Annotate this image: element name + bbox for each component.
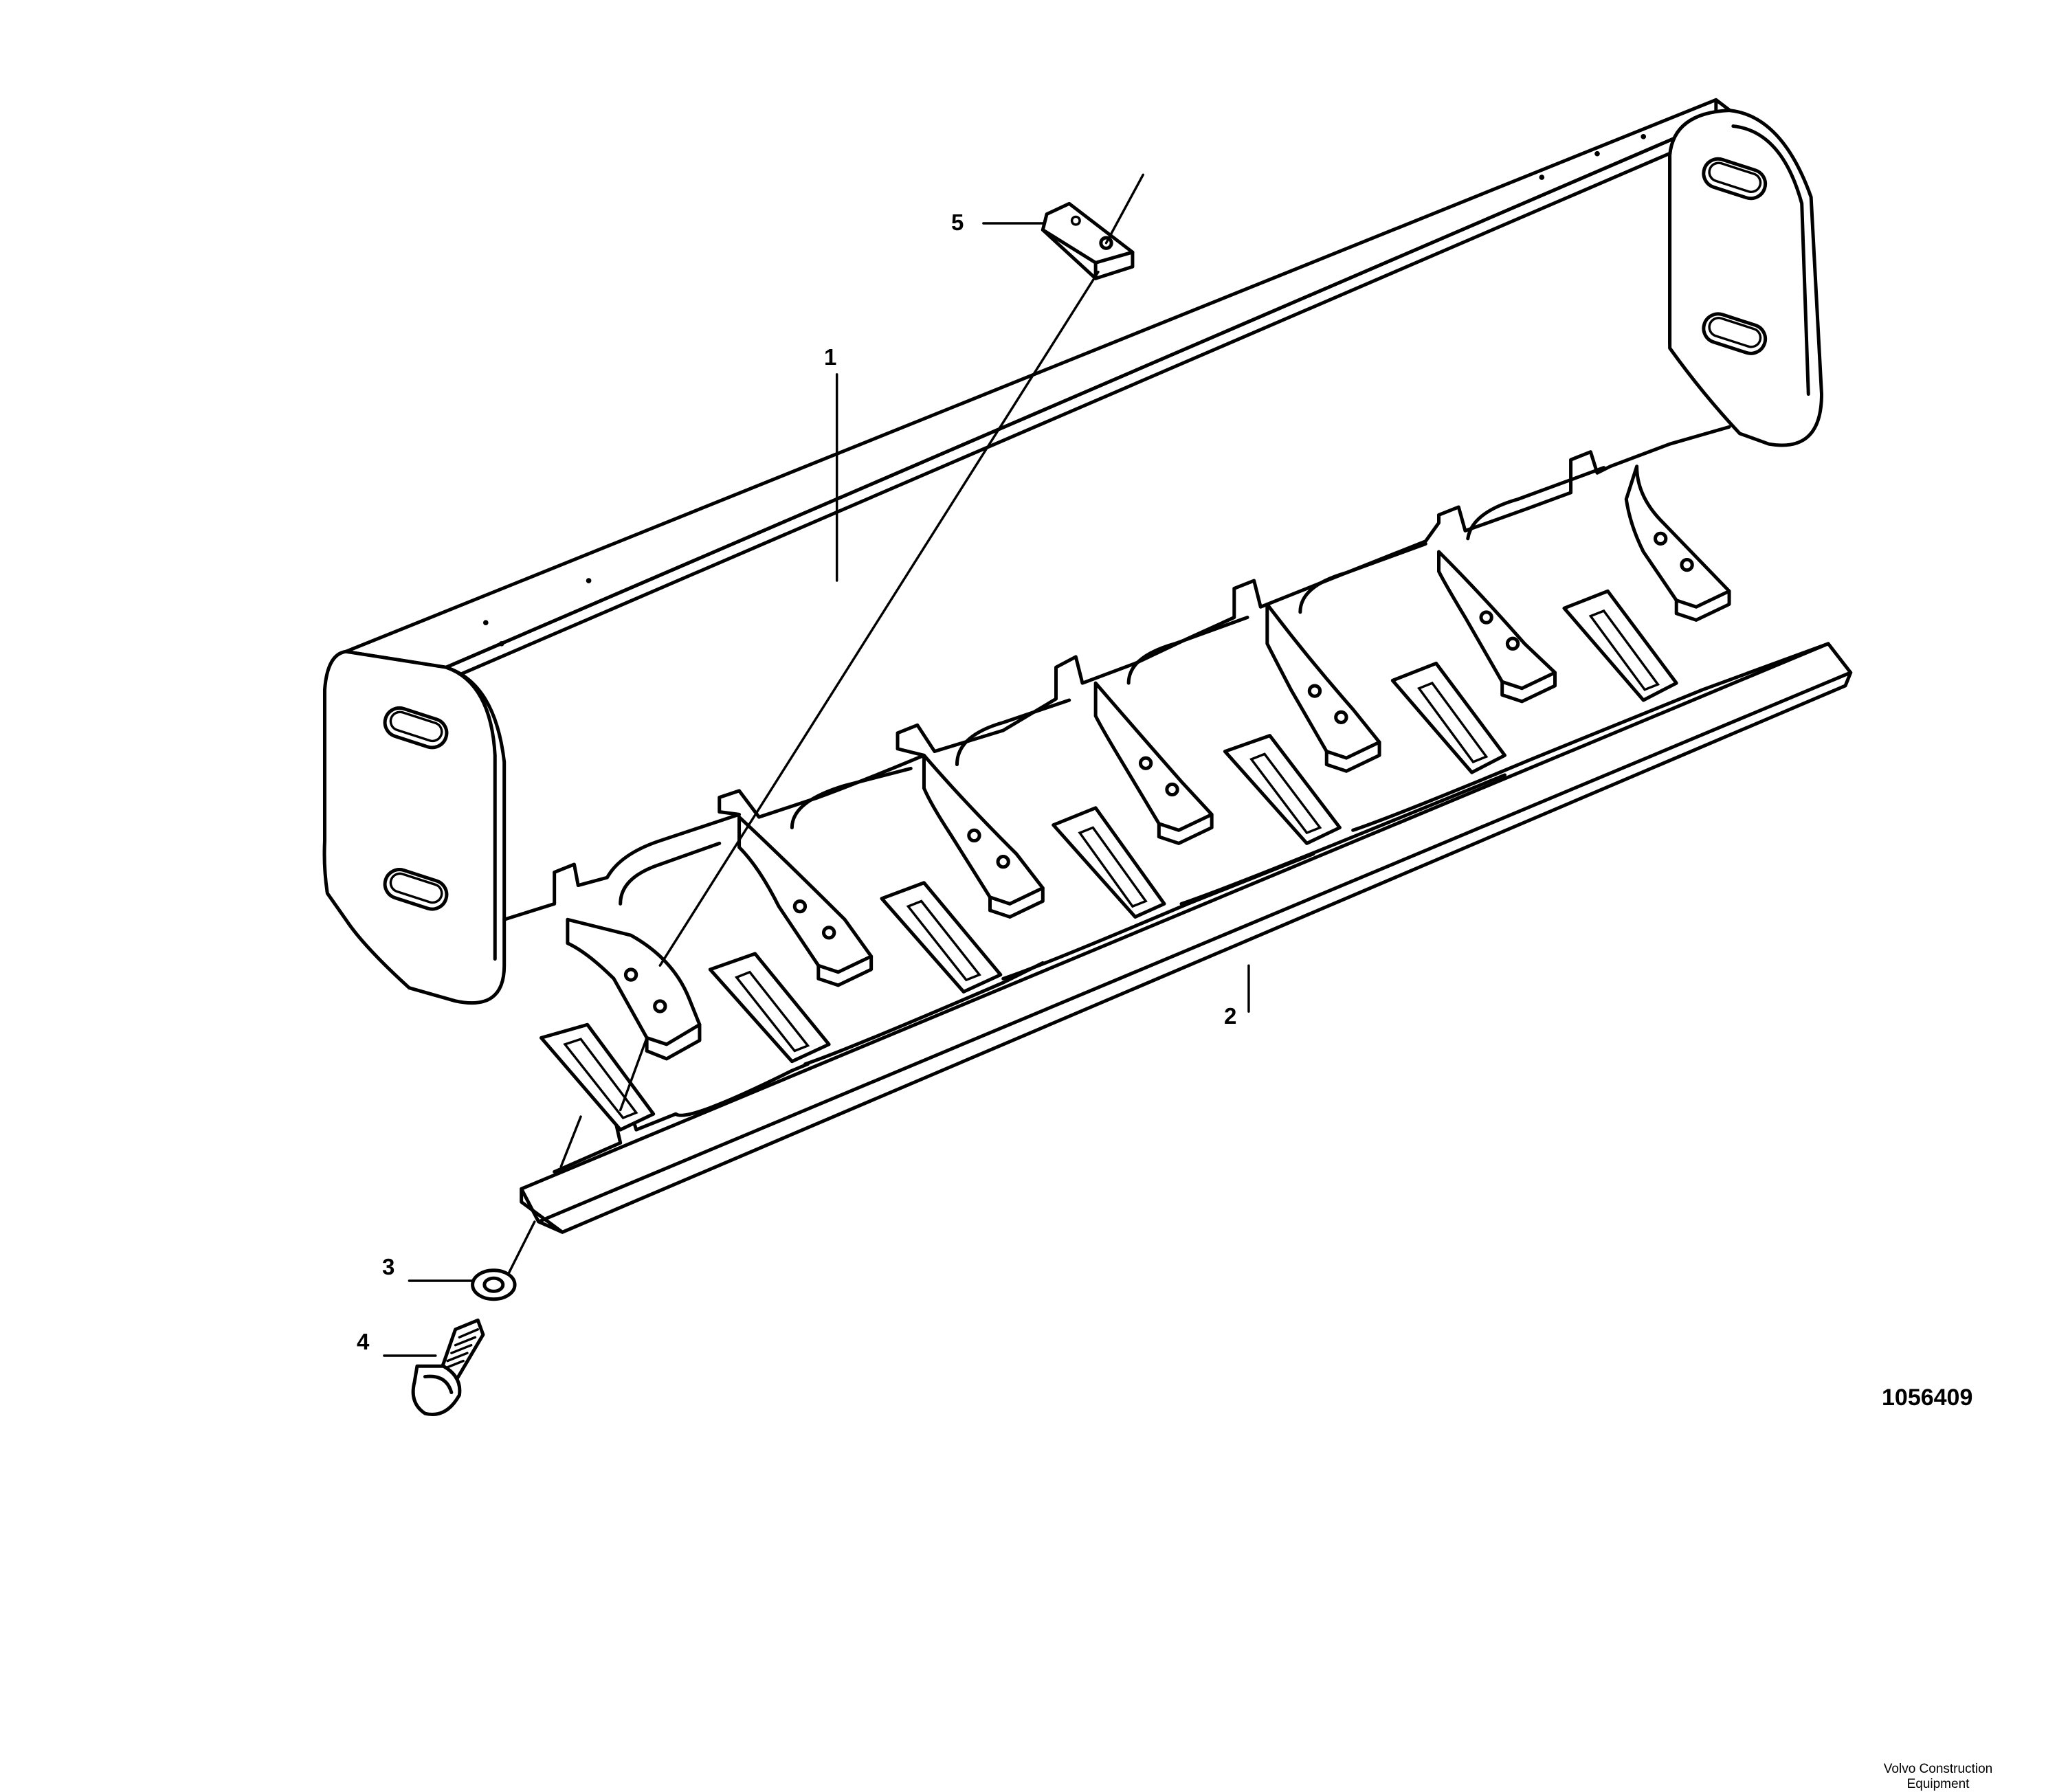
callout-part-5: 5 — [951, 210, 964, 235]
drawing-number: 1056409 — [1882, 1385, 1973, 1411]
exploded-parts-drawing — [322, 98, 1853, 1416]
callout-part-3: 3 — [382, 1254, 395, 1279]
bolt-part-4 — [411, 1318, 485, 1416]
frame-bracket-part-1 — [322, 98, 1823, 1061]
washer-part-3 — [471, 1268, 517, 1301]
manufacturer-name-line1: Volvo Construction — [1883, 1762, 1993, 1776]
callout-part-2: 2 — [1224, 1003, 1237, 1029]
comb-plate-part-2 — [520, 589, 1853, 1234]
callout-part-1: 1 — [824, 344, 837, 370]
callout-part-4: 4 — [357, 1329, 370, 1354]
manufacturer-credit: Volvo Construction Equipment — [1856, 1762, 2021, 1792]
manufacturer-name-line2: Equipment — [1906, 1776, 1970, 1791]
spacer-block-part-5 — [1041, 201, 1135, 280]
leader-lines — [383, 173, 1250, 1357]
